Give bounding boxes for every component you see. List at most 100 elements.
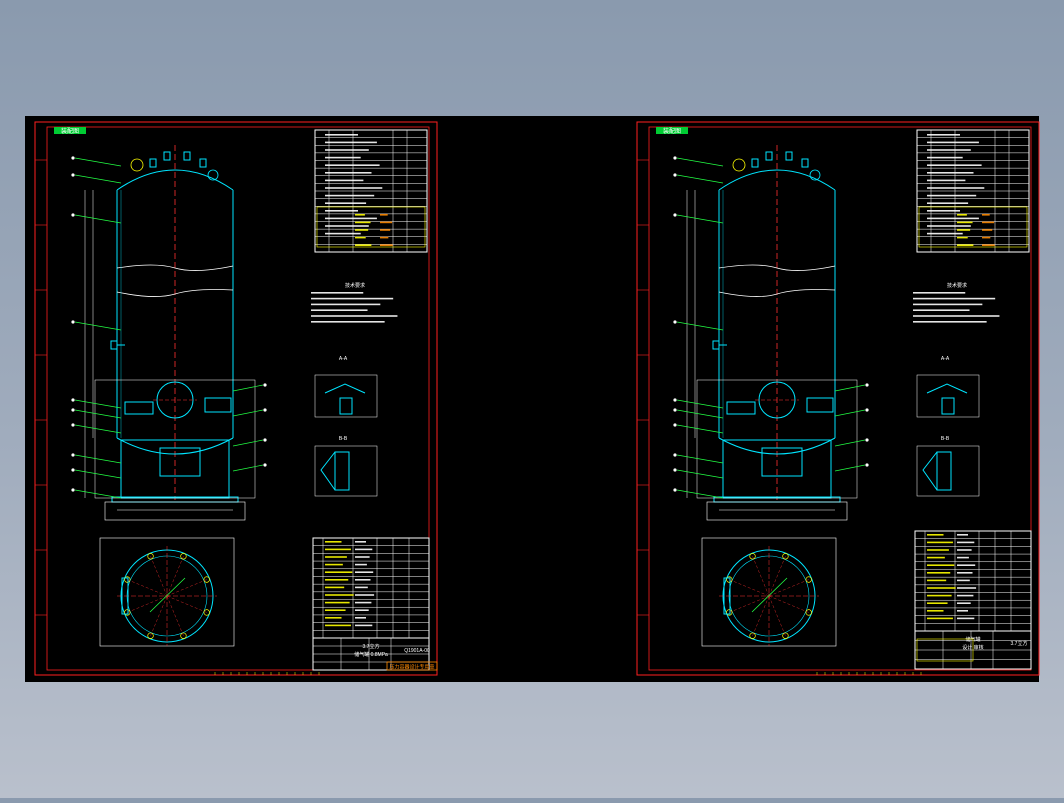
part-balloon-left [673, 320, 677, 324]
section-a-frame [314, 374, 378, 418]
bolt-radial-line [150, 556, 168, 597]
design-data-text [927, 217, 979, 220]
part-leader-left [676, 157, 724, 167]
nozzle-table-orange-text [380, 236, 389, 239]
nozzle-table-orange-text [380, 221, 393, 224]
design-data-text [325, 149, 369, 151]
bolt-radial-line [768, 595, 786, 636]
part-leader-left [74, 424, 122, 434]
notes-title: 技术要求 [947, 282, 967, 289]
design-data-text [325, 134, 358, 136]
nozzle-table-orange-text [982, 214, 990, 216]
parts-list-yellow-text [325, 609, 346, 611]
sheet-tag: 装配图 [61, 127, 79, 135]
section-b-label: B-B [339, 436, 348, 442]
section-a-profile [324, 383, 366, 394]
nozzle-table-yellow-text [957, 244, 974, 246]
section-b-frame [916, 445, 980, 497]
part-balloon-right [263, 383, 267, 387]
design-data-table [314, 129, 428, 253]
parts-list-text [957, 572, 973, 574]
technical-note-line [311, 292, 364, 294]
break-line-lower [718, 289, 836, 297]
part-leader-left [676, 424, 724, 434]
foundation-outline [104, 501, 246, 521]
sheet-inner-frame [46, 126, 430, 671]
part-leader-left [74, 454, 122, 464]
anchor-bolt-hole [726, 576, 733, 583]
break-line-upper [116, 264, 234, 271]
skirt-opening [159, 447, 201, 477]
part-balloon-left [673, 408, 677, 412]
part-leader-right [834, 439, 866, 447]
design-data-text [325, 141, 377, 144]
parts-list-yellow-text [927, 572, 951, 574]
technical-note-line [311, 303, 381, 306]
parts-list-yellow-text [325, 594, 354, 596]
design-stamp-frame [386, 661, 438, 671]
section-a-weld [339, 397, 353, 415]
part-balloon-left [673, 156, 677, 160]
technical-note-line [913, 321, 987, 323]
nozzle-table-yellow-text [355, 214, 365, 216]
section-b-frame [314, 445, 378, 497]
parts-list-yellow-text [325, 556, 347, 558]
parts-list-yellow-text [927, 602, 948, 604]
parts-list-yellow-text [927, 556, 945, 559]
title-block-line1: 3.7立方 [363, 643, 380, 650]
section-a-label: A-A [941, 356, 950, 362]
part-leader-left [74, 214, 122, 224]
parts-list-text [957, 556, 969, 559]
part-leader-left [676, 409, 724, 419]
design-data-text [325, 179, 364, 182]
sheet-outer-frame [34, 121, 438, 676]
parts-list-text [355, 548, 373, 551]
technical-note-line [311, 297, 394, 300]
design-data-text [927, 194, 977, 197]
part-leader-left [74, 469, 122, 479]
part-leader-left [74, 157, 122, 167]
safety-valve-symbol [130, 158, 144, 172]
section-b-plate [936, 451, 952, 491]
design-data-text [325, 225, 369, 227]
inlet-flange [726, 401, 756, 415]
part-balloon-left [71, 453, 75, 457]
part-balloon-right [263, 463, 267, 467]
design-data-text [927, 141, 979, 144]
top-nozzle [751, 158, 759, 168]
break-line-lower [116, 289, 234, 297]
design-stamp: 压力容器设计专用章 [389, 664, 434, 671]
parts-list-text [957, 617, 975, 620]
design-data-text [927, 149, 971, 151]
section-b-plate [334, 451, 350, 491]
parts-list-text [355, 579, 371, 581]
dimension-box [94, 379, 256, 499]
nozzle-table-orange-text [380, 214, 388, 216]
part-leader-left [676, 321, 724, 331]
nozzle-table-yellow-text [957, 236, 968, 239]
nozzle-table-orange-text [982, 229, 993, 231]
vessel-top-head [718, 169, 836, 191]
part-leader-right [232, 464, 264, 472]
section-b-label: B-B [941, 436, 950, 442]
design-data-text [927, 232, 963, 235]
part-balloon-left [71, 320, 75, 324]
part-balloon-left [673, 423, 677, 427]
parts-list-yellow-text [927, 549, 949, 551]
parts-list-yellow-text [325, 571, 353, 573]
part-leader-left [74, 489, 122, 499]
top-nozzle [785, 151, 793, 161]
section-b-gusset [320, 451, 336, 491]
bolt-radial-line [752, 595, 770, 636]
plan-diagonal [149, 577, 186, 613]
technical-note-line [913, 297, 996, 300]
part-balloon-left [673, 173, 677, 177]
part-leader-right [834, 409, 866, 417]
part-balloon-right [263, 408, 267, 412]
technical-note-line [913, 303, 983, 306]
part-leader-left [74, 399, 122, 409]
nozzle-table-yellow-text [355, 221, 371, 224]
technical-note-line [311, 321, 385, 323]
